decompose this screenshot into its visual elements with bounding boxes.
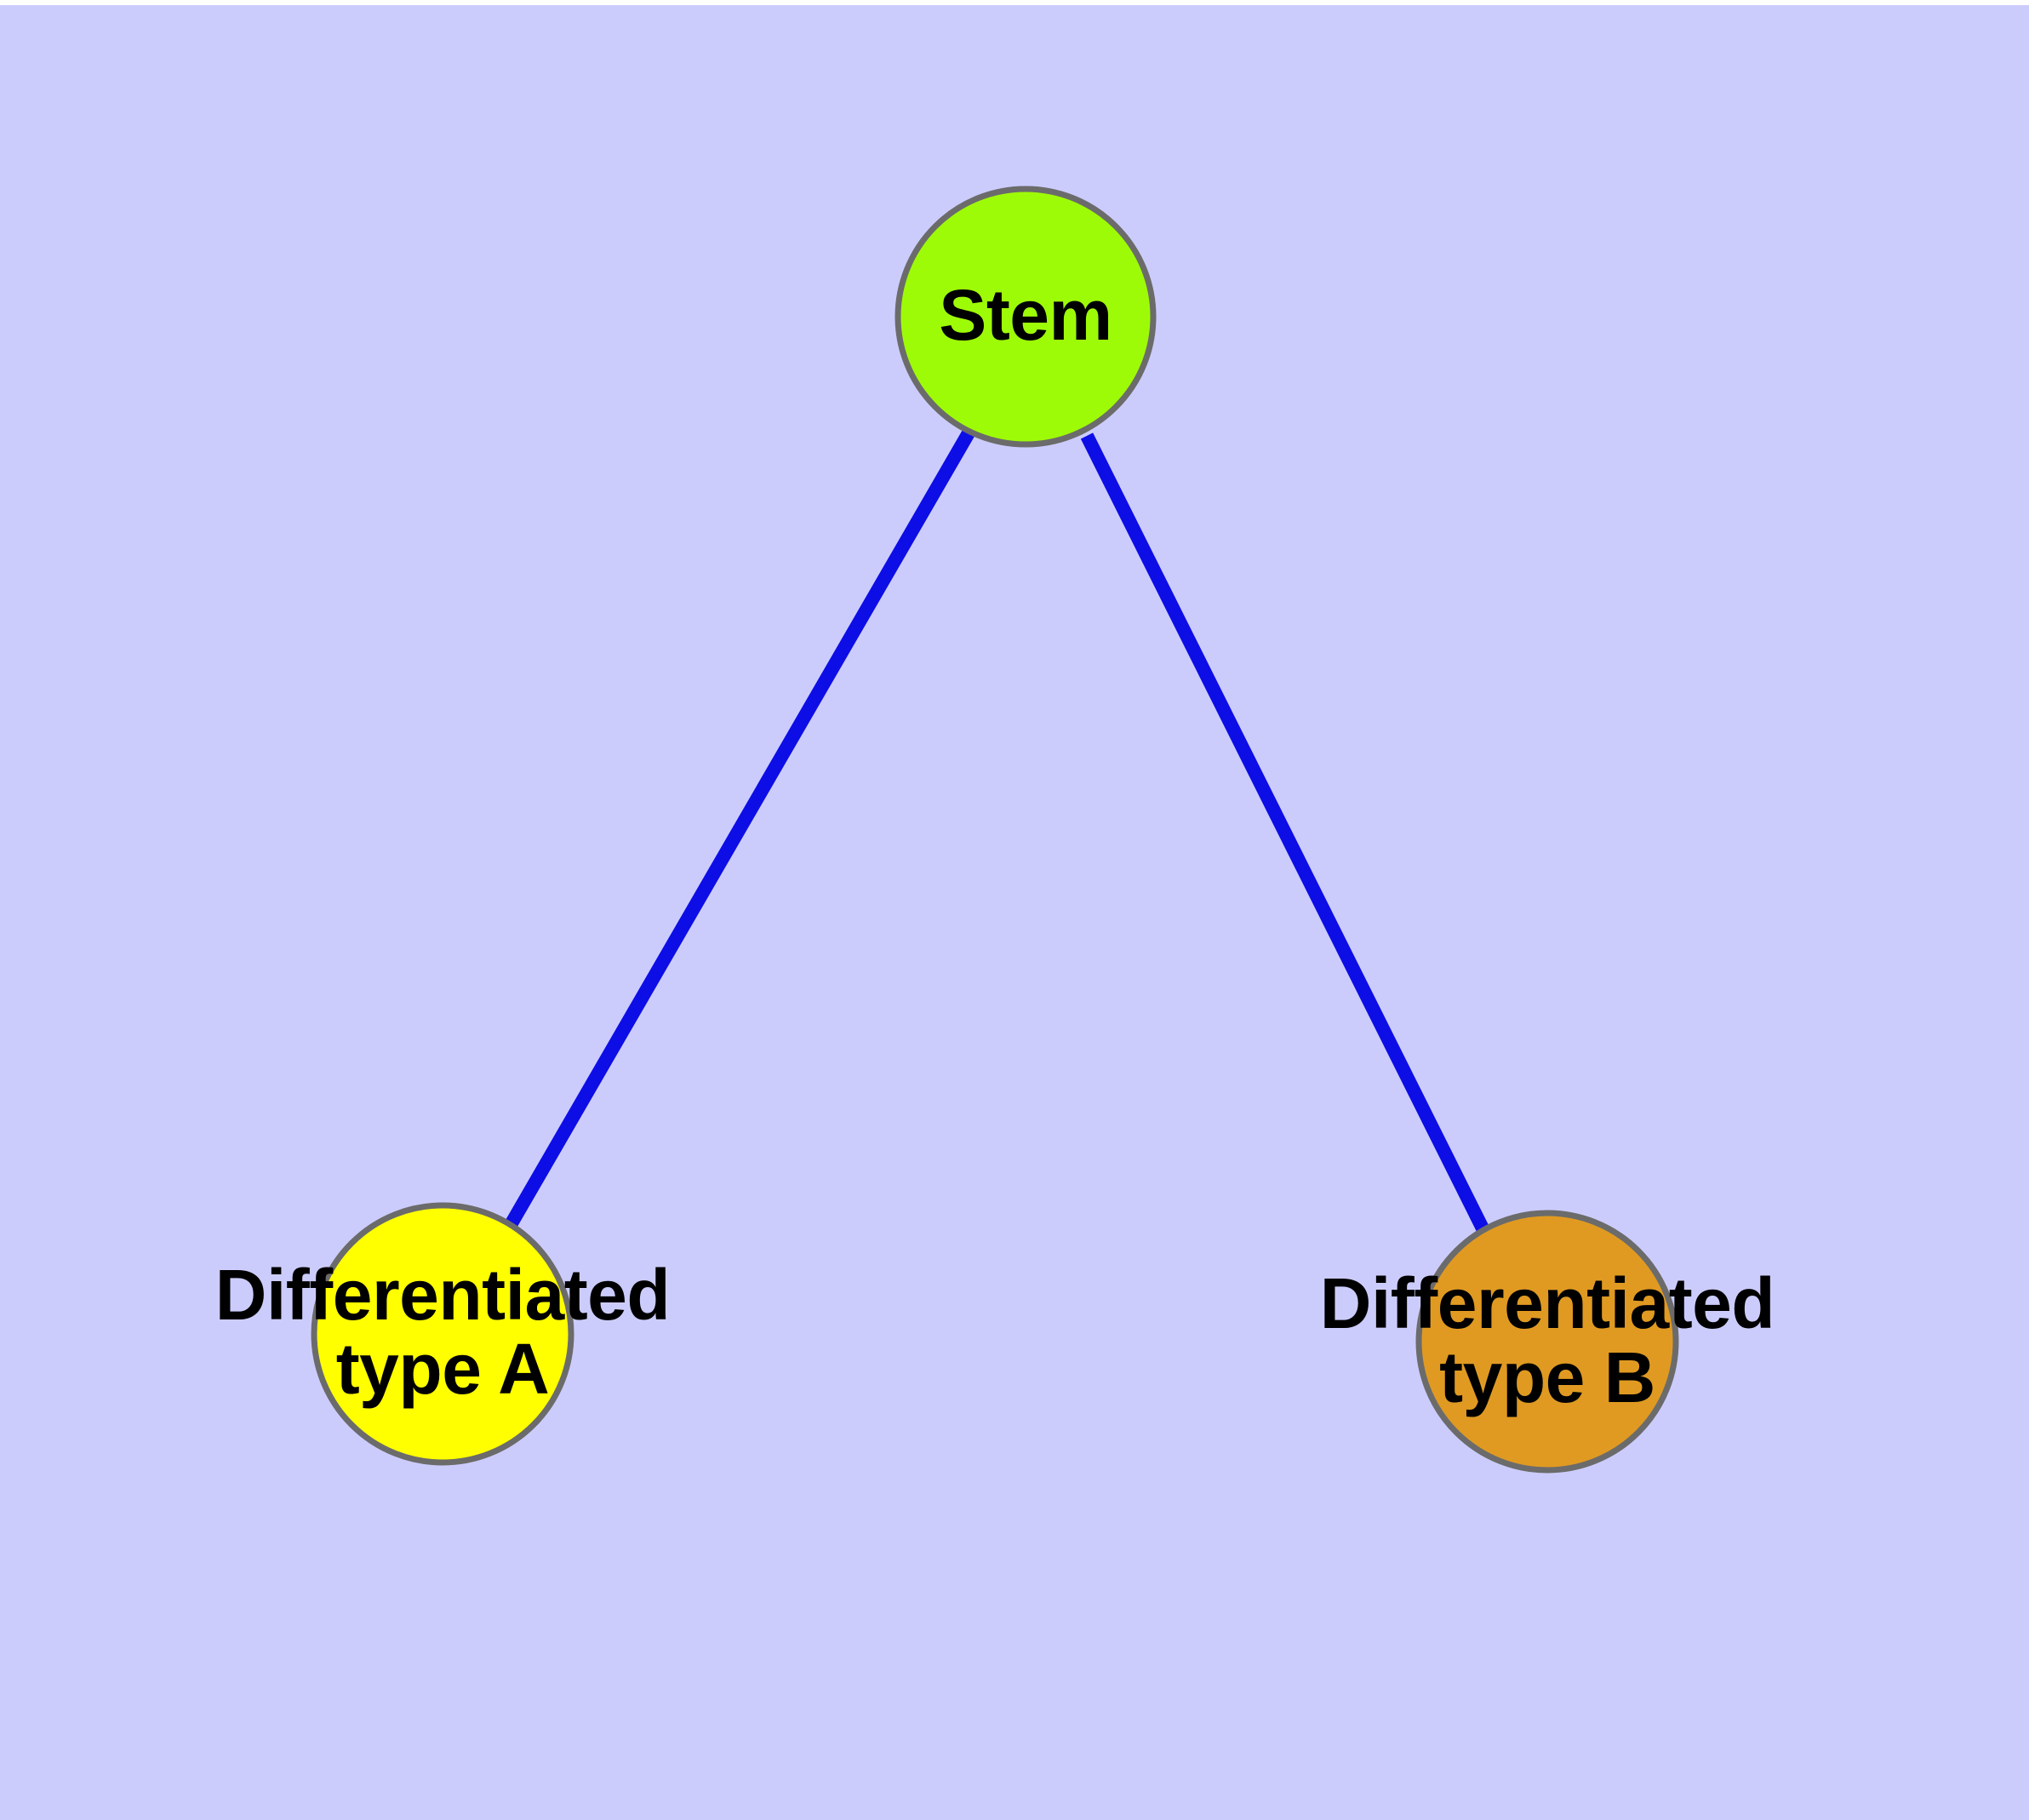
- edge-stem-to-differentiated-type-b: [1080, 432, 1489, 1232]
- node-differentiated-type-b-circle[interactable]: [1415, 1210, 1679, 1474]
- node-stem-circle[interactable]: [894, 186, 1157, 448]
- edge-layer: [506, 427, 1489, 1232]
- edge-stem-to-differentiated-type-a: [506, 427, 975, 1228]
- node-differentiated-type-a-circle[interactable]: [311, 1202, 574, 1466]
- node-layer: [311, 186, 1679, 1474]
